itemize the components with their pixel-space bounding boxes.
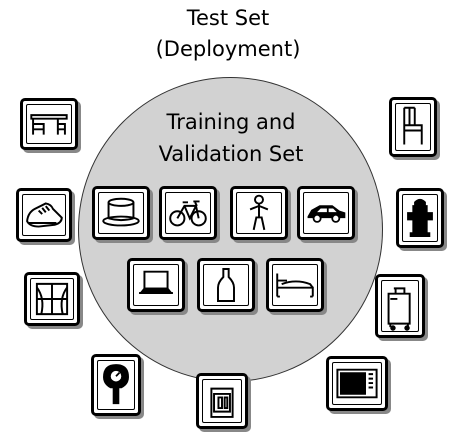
suitcase-icon — [375, 274, 425, 338]
desk-icon — [20, 98, 78, 150]
chair-icon — [389, 97, 437, 157]
training-set-title-line2: Validation Set — [158, 142, 304, 166]
bed-icon — [266, 258, 324, 312]
parking-meter-icon — [91, 354, 141, 416]
training-set-title-line1: Training and — [166, 110, 296, 134]
person-icon — [230, 186, 288, 240]
bicycle-icon — [159, 186, 217, 240]
fire-hydrant-icon — [396, 188, 444, 248]
microwave-icon — [326, 356, 388, 411]
laptop-icon — [127, 258, 185, 312]
hat-icon — [92, 186, 150, 240]
bottle-icon — [197, 258, 255, 312]
shoe-icon — [16, 188, 72, 242]
test-set-title-line1: Test Set — [186, 6, 270, 30]
car-icon — [297, 186, 355, 240]
window-icon — [24, 272, 80, 326]
toaster-icon — [196, 373, 248, 429]
test-set-title-line2: (Deployment) — [155, 37, 301, 61]
